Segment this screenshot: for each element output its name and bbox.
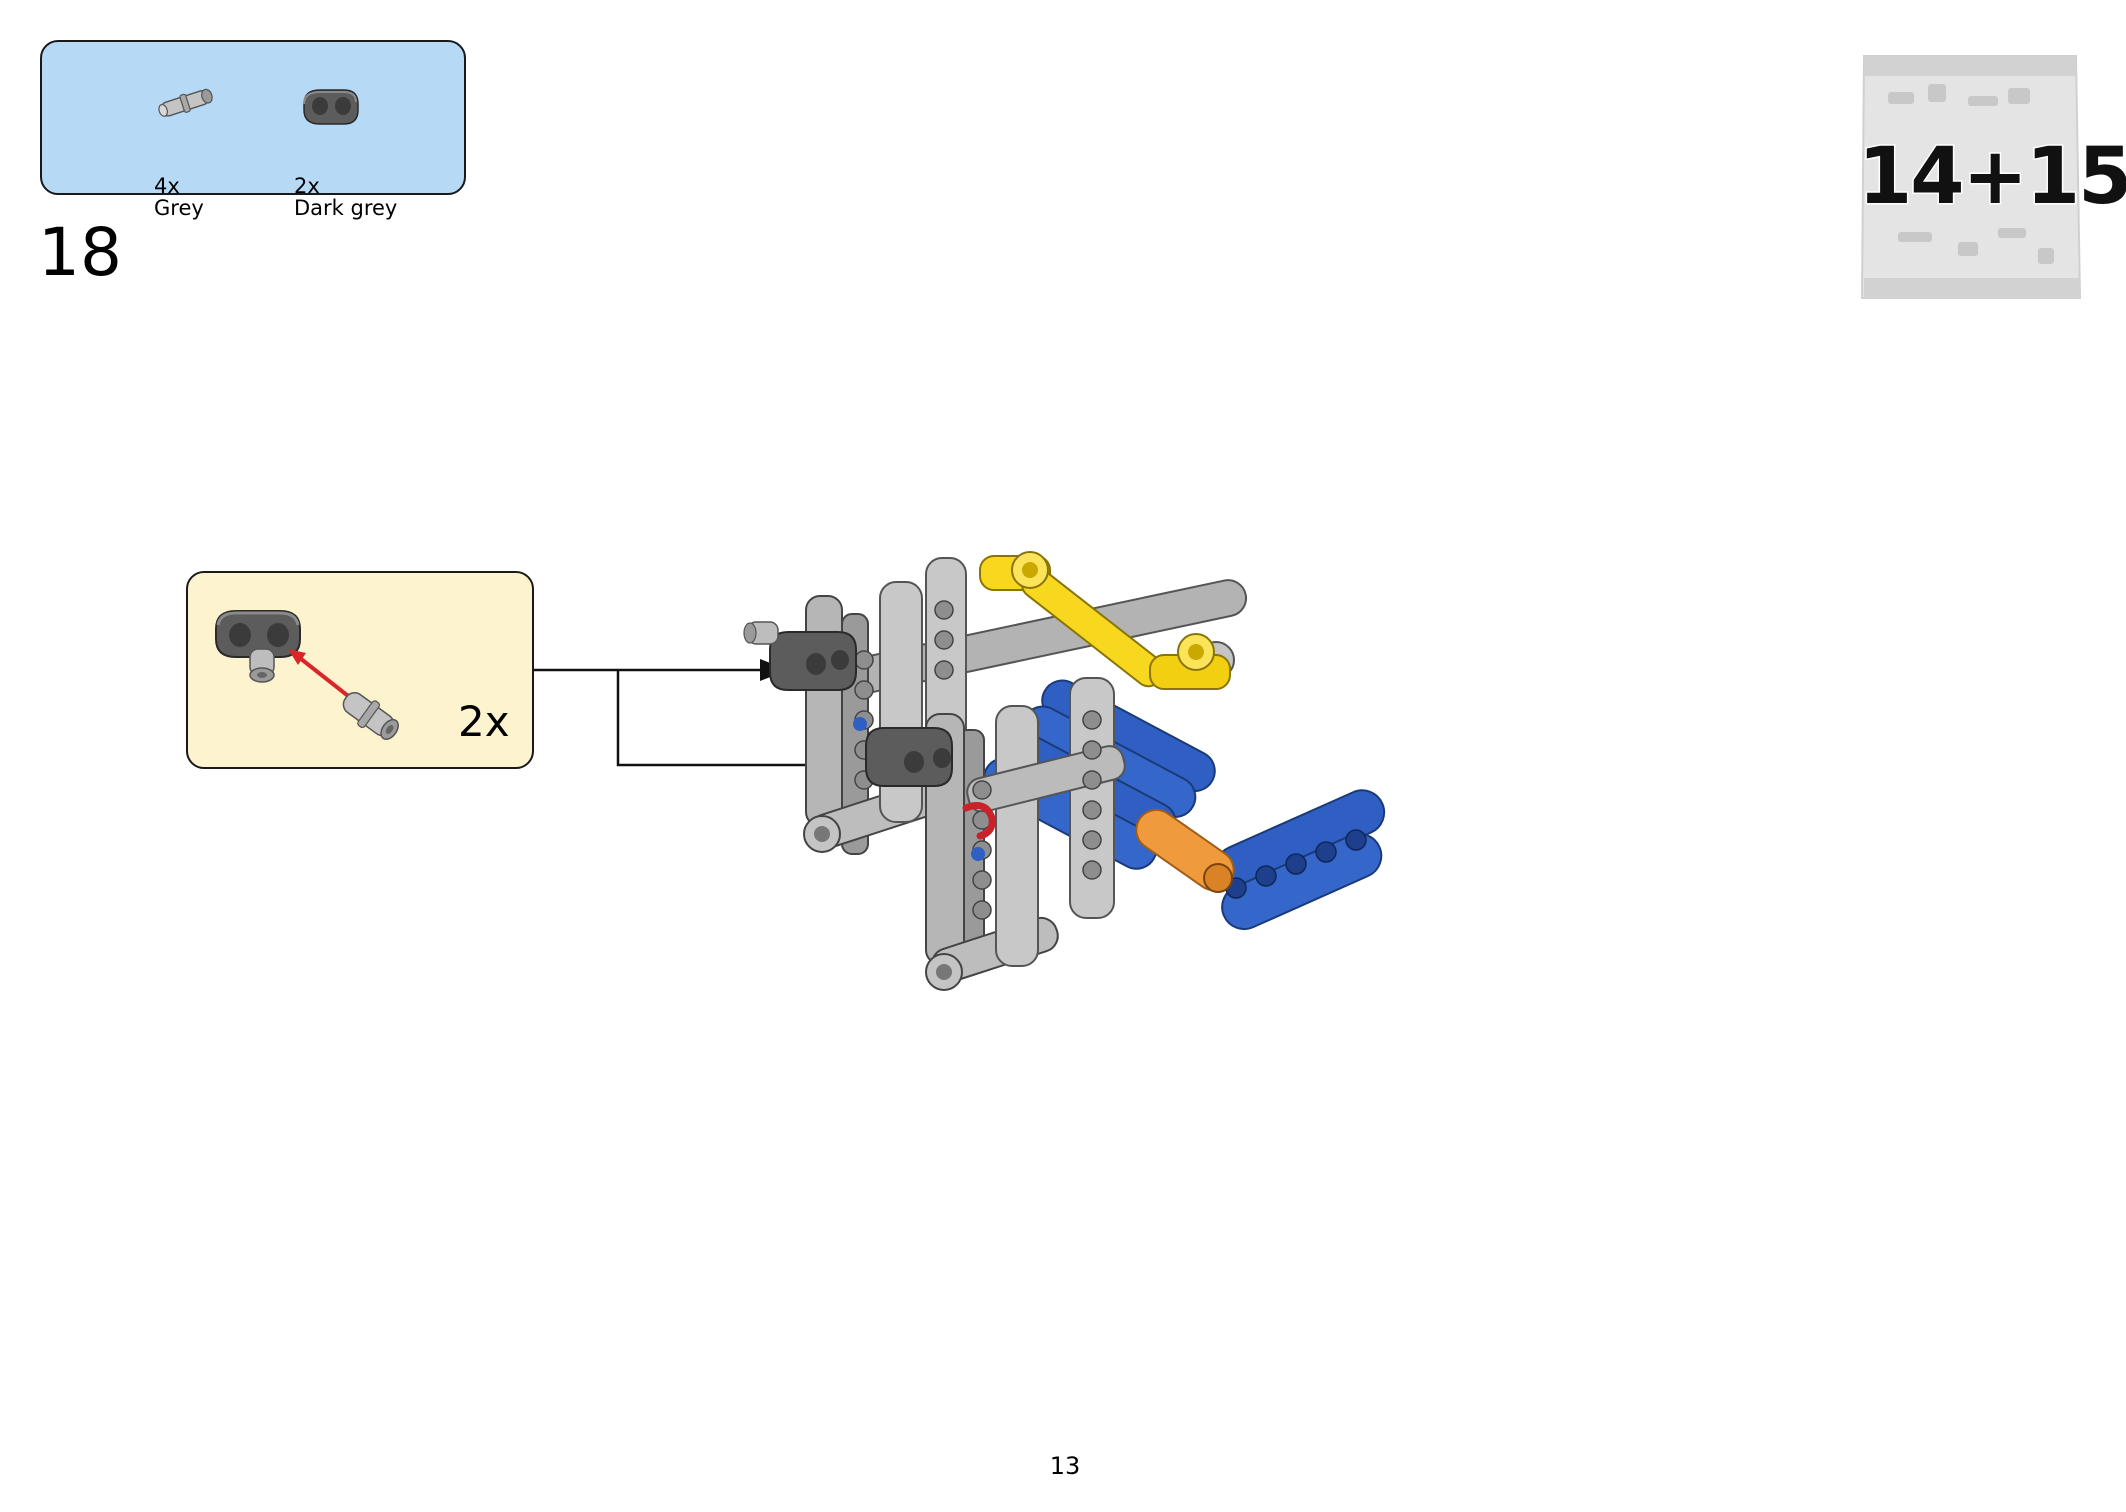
parts-list-item-dark-grey: 2x Dark grey <box>294 84 397 219</box>
part-quantity: 2x <box>294 174 320 198</box>
front-grey-frame <box>865 677 1126 991</box>
blue-beams <box>982 679 1386 931</box>
dark-grey-connector-icon <box>303 89 359 125</box>
yellow-frame <box>979 551 1231 690</box>
grey-pin-icon <box>249 648 275 683</box>
part-quantity: 4x <box>154 174 180 198</box>
page-number: 13 <box>1049 1452 1081 1480</box>
red-pin <box>962 802 996 840</box>
rear-grey-frame <box>743 557 967 855</box>
part-color-name: Grey <box>154 196 204 220</box>
subassembly-callout: 2x <box>186 571 534 769</box>
subassembly-illustration <box>215 610 399 741</box>
parts-list: 4x Grey 2x Dark grey <box>40 40 466 219</box>
grey-pin-icon <box>158 88 213 117</box>
red-insert-arrow-icon <box>288 649 354 701</box>
step-number: 18 <box>38 214 122 291</box>
step-model-illustration <box>743 551 1386 991</box>
bag-number-label: 14+15 <box>1857 131 2126 224</box>
grey-pin-icon <box>342 692 399 741</box>
subassembly-count: 2x <box>458 697 510 746</box>
part-color-name: Dark grey <box>294 196 398 220</box>
parts-list-item-grey: 4x Grey <box>154 84 218 219</box>
parts-bag-icon <box>1860 55 2082 299</box>
dark-grey-connector-icon <box>215 610 301 658</box>
